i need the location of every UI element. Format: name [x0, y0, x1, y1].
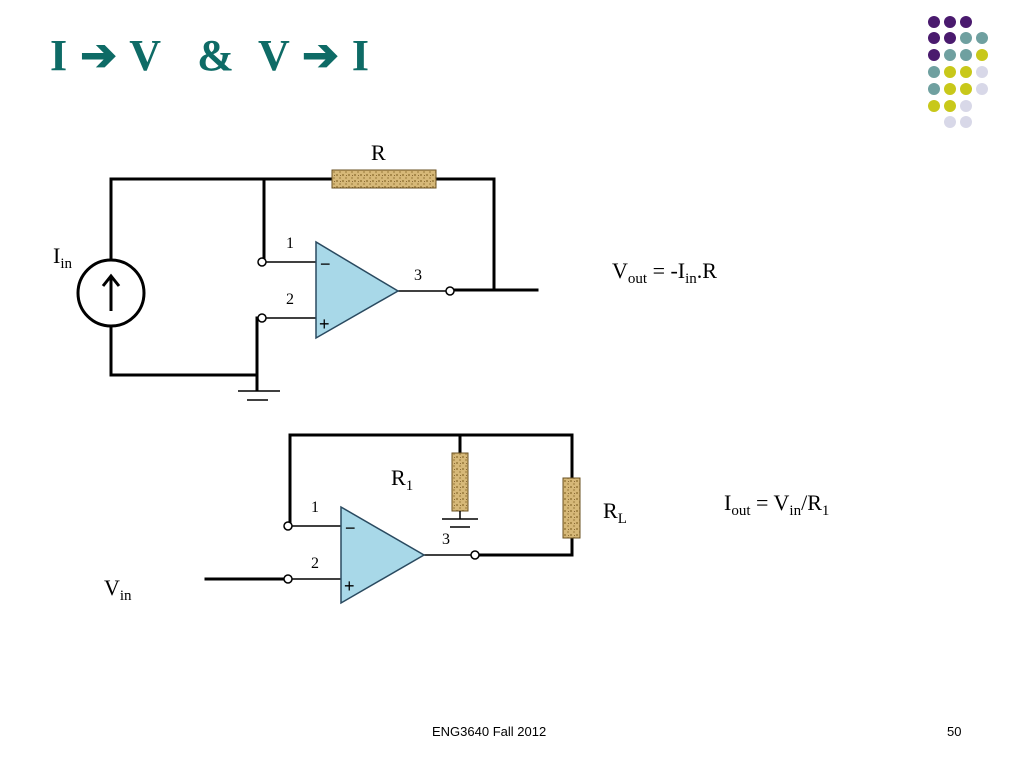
inverting-sign: − — [345, 518, 356, 538]
decorative-dot — [928, 100, 940, 112]
wire — [109, 316, 264, 377]
resistor-rl — [562, 477, 581, 539]
label-subscript: 1 — [405, 478, 414, 494]
noninverting-sign: + — [344, 576, 355, 596]
resistor-r-label: R — [371, 140, 386, 165]
inverting-sign: − — [320, 254, 331, 274]
decorative-dot — [928, 16, 940, 28]
equation-vout: Vout = -Iin.R — [612, 258, 717, 287]
pin-2-label: 2 — [286, 291, 294, 308]
label-main: V — [104, 575, 120, 600]
equation-iout: Iout = Vin/R1 — [724, 490, 830, 519]
eq-part: = -I — [647, 258, 686, 283]
wire — [109, 177, 334, 377]
eq-part: .R — [696, 258, 717, 283]
eq-part: = V — [750, 490, 790, 515]
decorative-dot — [944, 116, 956, 128]
decorative-dot — [944, 49, 956, 61]
pin-1-label: 1 — [286, 235, 294, 252]
ground-symbol — [442, 511, 478, 528]
label-main: R — [391, 465, 406, 490]
decorative-dot — [960, 100, 972, 112]
decorative-dot — [944, 83, 956, 95]
decorative-dot — [960, 66, 972, 78]
decorative-dot — [960, 32, 972, 44]
decorative-dot — [944, 100, 956, 112]
decorative-dot — [944, 66, 956, 78]
noninverting-sign: + — [319, 314, 330, 334]
decorative-dot — [944, 16, 956, 28]
decorative-dot — [960, 16, 972, 28]
resistor-rl-label: RL — [603, 498, 627, 527]
pin-3-label: 3 — [414, 267, 422, 284]
eq-part: I — [724, 490, 732, 515]
label-subscript: L — [617, 511, 627, 527]
footer-course: ENG3640 Fall 2012 — [432, 724, 547, 739]
pin-2-label: 2 — [311, 555, 319, 572]
decorative-dot — [976, 66, 988, 78]
wire — [286, 433, 574, 528]
decorative-dot — [944, 32, 956, 44]
label-main: R — [603, 498, 618, 523]
page-number: 50 — [947, 724, 962, 739]
decorative-dot — [976, 32, 988, 44]
wire — [434, 177, 496, 292]
eq-subscript: 1 — [821, 503, 830, 519]
decorative-dot — [960, 116, 972, 128]
current-source — [76, 258, 146, 328]
decorative-dot — [928, 66, 940, 78]
decorative-dot-grid — [928, 16, 988, 128]
resistor-r1 — [451, 452, 469, 512]
decorative-dot — [960, 49, 972, 61]
slide-title: I ➔ V & V ➔ I — [50, 31, 371, 80]
source-current-label: Iin — [53, 243, 72, 272]
ground-symbol — [238, 390, 280, 401]
label-subscript: in — [119, 588, 132, 604]
pin-1-label: 1 — [311, 499, 319, 516]
decorative-dot — [928, 83, 940, 95]
eq-subscript: in — [685, 271, 697, 287]
decorative-dot — [928, 32, 940, 44]
decorative-dot — [960, 83, 972, 95]
eq-subscript: in — [789, 503, 802, 519]
wire — [260, 177, 266, 264]
resistor-r — [331, 169, 437, 189]
decorative-dot — [976, 83, 988, 95]
decorative-dot — [928, 49, 940, 61]
decorative-dot — [976, 49, 988, 61]
resistor-r1-label: R1 — [391, 465, 414, 494]
eq-part: /R — [801, 490, 822, 515]
label-subscript: in — [60, 256, 72, 272]
eq-part: V — [612, 258, 628, 283]
input-voltage-label: Vin — [104, 575, 132, 604]
eq-subscript: out — [627, 271, 648, 287]
opamp-2: 1 2 3 − + — [283, 499, 480, 605]
wire — [476, 536, 574, 557]
eq-subscript: out — [731, 503, 751, 519]
pin-3-label: 3 — [442, 531, 450, 548]
label-main: I — [53, 243, 61, 268]
opamp-1: 1 2 3 − + — [257, 235, 455, 340]
